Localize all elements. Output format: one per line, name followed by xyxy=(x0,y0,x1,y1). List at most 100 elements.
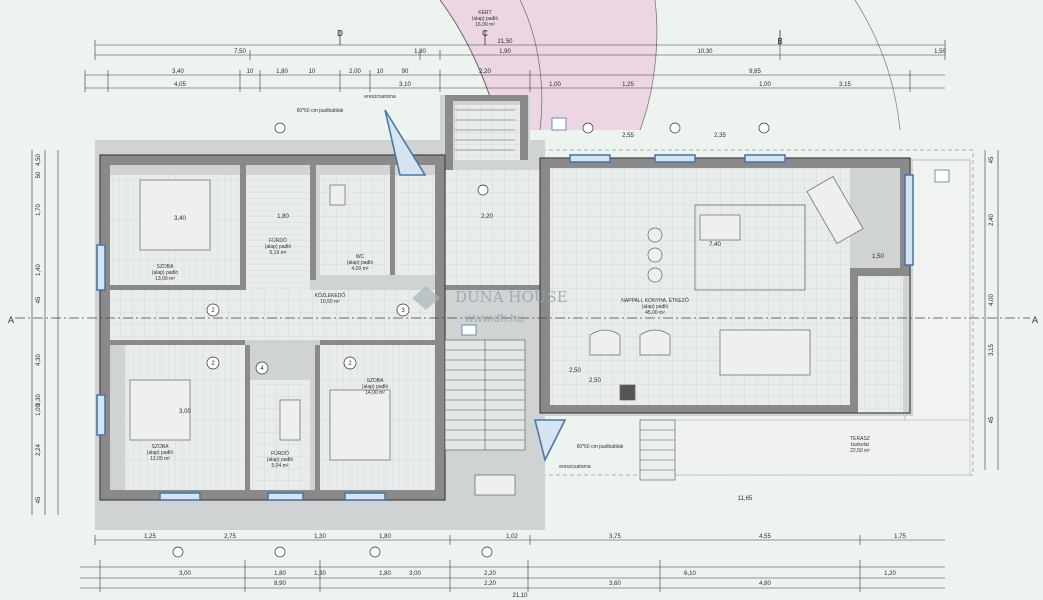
grid-label-2b: 2 xyxy=(211,361,215,367)
dimension-label: 9,30 xyxy=(36,394,42,406)
living-floor-type: (alap) padló xyxy=(642,304,669,310)
axis-d-label: D xyxy=(337,29,343,38)
dimension-label: 3,40 xyxy=(174,216,186,222)
dimension-label: 1,70 xyxy=(36,204,42,216)
dimension-label: 10 xyxy=(309,69,316,75)
dimension-label: 3,60 xyxy=(609,581,621,587)
note-window-bottom: 60*60 cm padlóablak xyxy=(577,444,624,450)
dimension-label: 2,75 xyxy=(224,534,236,540)
dimension-label: 1,40 xyxy=(36,264,42,276)
dimension-label: 10,30 xyxy=(697,49,713,55)
dimension-lines-top xyxy=(84,40,946,92)
dimension-lines-side xyxy=(31,150,999,515)
bedroom2-area: 12,00 m² xyxy=(150,456,170,462)
dimension-label: 1,25 xyxy=(144,534,156,540)
dimension-label: 45 xyxy=(989,156,995,163)
dimension-label: 2,55 xyxy=(622,133,634,139)
dimension-label: 2,20 xyxy=(481,214,493,220)
dimension-label: 4,05 xyxy=(174,82,186,88)
bathroom1-floor-type: (alap) padló xyxy=(265,244,292,250)
dimension-label: 3,15 xyxy=(839,82,851,88)
garden-floor: (alap) padló xyxy=(472,16,499,22)
hall-area: 10,50 m² xyxy=(320,299,340,305)
utility-floor xyxy=(395,175,435,275)
windows xyxy=(96,109,914,501)
dimension-label: 4,00 xyxy=(989,294,995,306)
axis-c-label: C xyxy=(482,29,488,38)
terrace-label: TERASZ xyxy=(850,436,870,442)
dimension-label: 1,30 xyxy=(314,571,326,577)
bathroom2-floor-type: (alap) padló xyxy=(267,457,294,463)
dimension-label: 3,00 xyxy=(179,409,191,415)
dimension-label: 2,20 xyxy=(484,571,496,577)
dimension-label: 2,50 xyxy=(569,368,581,374)
dim-bottom-overall: 21,10 xyxy=(512,593,528,599)
hall-floor xyxy=(110,290,435,340)
dimension-label: 4,80 xyxy=(759,581,771,587)
dimension-label: 3,10 xyxy=(399,82,411,88)
note-ereszcsatorna-top: ereszcsatorna xyxy=(364,94,396,100)
dimension-label: 1,02 xyxy=(506,534,518,540)
grid-label-2c: 2 xyxy=(348,361,352,367)
garden-label: KERT xyxy=(478,10,491,16)
dimension-label: 45 xyxy=(36,496,42,503)
bedroom1-floor-type: (alap) padló xyxy=(152,270,179,276)
dimension-label: 3,00 xyxy=(179,571,191,577)
bed1 xyxy=(139,179,211,251)
dimension-label: 1,00 xyxy=(759,82,771,88)
dimension-label: 1,50 xyxy=(872,254,884,260)
dimension-label: 6,10 xyxy=(684,571,696,577)
hall-name: KÖZLEKEDŐ xyxy=(315,292,346,299)
dimension-label: 10 xyxy=(247,69,254,75)
porch-floor xyxy=(455,105,520,160)
dimension-lines-bottom xyxy=(80,535,945,592)
grid-label-4: 4 xyxy=(260,366,264,372)
bedroom2-name: SZOBA xyxy=(152,444,170,450)
bathroom2-area: 5,04 m² xyxy=(272,463,289,469)
dimension-label: 1,80 xyxy=(276,69,288,75)
terrace-floor-type: burkolat xyxy=(851,442,869,448)
terrace-side xyxy=(904,159,971,431)
dimension-label: 1,80 xyxy=(277,214,289,220)
duna-house-logo-icon xyxy=(412,286,440,310)
dimension-label: 45 xyxy=(36,296,42,303)
dimension-label: 7,50 xyxy=(234,49,246,55)
dimension-label: 3,75 xyxy=(609,534,621,540)
garden-area: 16,00 m² xyxy=(475,22,495,28)
wc-name: WC xyxy=(356,254,365,260)
dimension-label: 2,24 xyxy=(36,444,42,456)
dimension-label: 1,80 xyxy=(379,571,391,577)
bedroom1-area: 13,00 m² xyxy=(155,276,175,282)
dimension-label: 11,65 xyxy=(738,496,753,502)
terrace-area: 22,50 m² xyxy=(850,448,870,454)
grid-bubbles xyxy=(172,122,770,558)
dimension-label: 4,50 xyxy=(36,154,42,166)
dim-top-overall: 21,50 xyxy=(497,39,513,45)
bedroom3-area: 14,00 m² xyxy=(365,390,385,396)
dimension-label: 1,90 xyxy=(499,49,511,55)
dimension-label: 2,20 xyxy=(479,69,491,75)
dimension-label: 1,50 xyxy=(934,49,946,55)
dimension-label: 7,40 xyxy=(709,242,721,248)
dimension-label: 9,85 xyxy=(749,69,761,75)
furniture xyxy=(129,176,864,496)
dimension-label: 1,00 xyxy=(36,404,42,416)
dimension-label: 90 xyxy=(402,69,409,75)
dimension-label: 1,75 xyxy=(894,534,906,540)
dimension-label: 3,00 xyxy=(409,571,421,577)
staircase xyxy=(444,339,676,481)
dimension-label: 3,40 xyxy=(172,69,184,75)
bed2 xyxy=(129,379,191,441)
bathroom1-floor xyxy=(245,175,310,290)
bathroom1-area: 5,19 m² xyxy=(270,250,287,256)
living-area: 45,00 m² xyxy=(645,310,665,316)
note-ereszcsatorna-bottom: ereszcsatorna xyxy=(559,464,591,470)
